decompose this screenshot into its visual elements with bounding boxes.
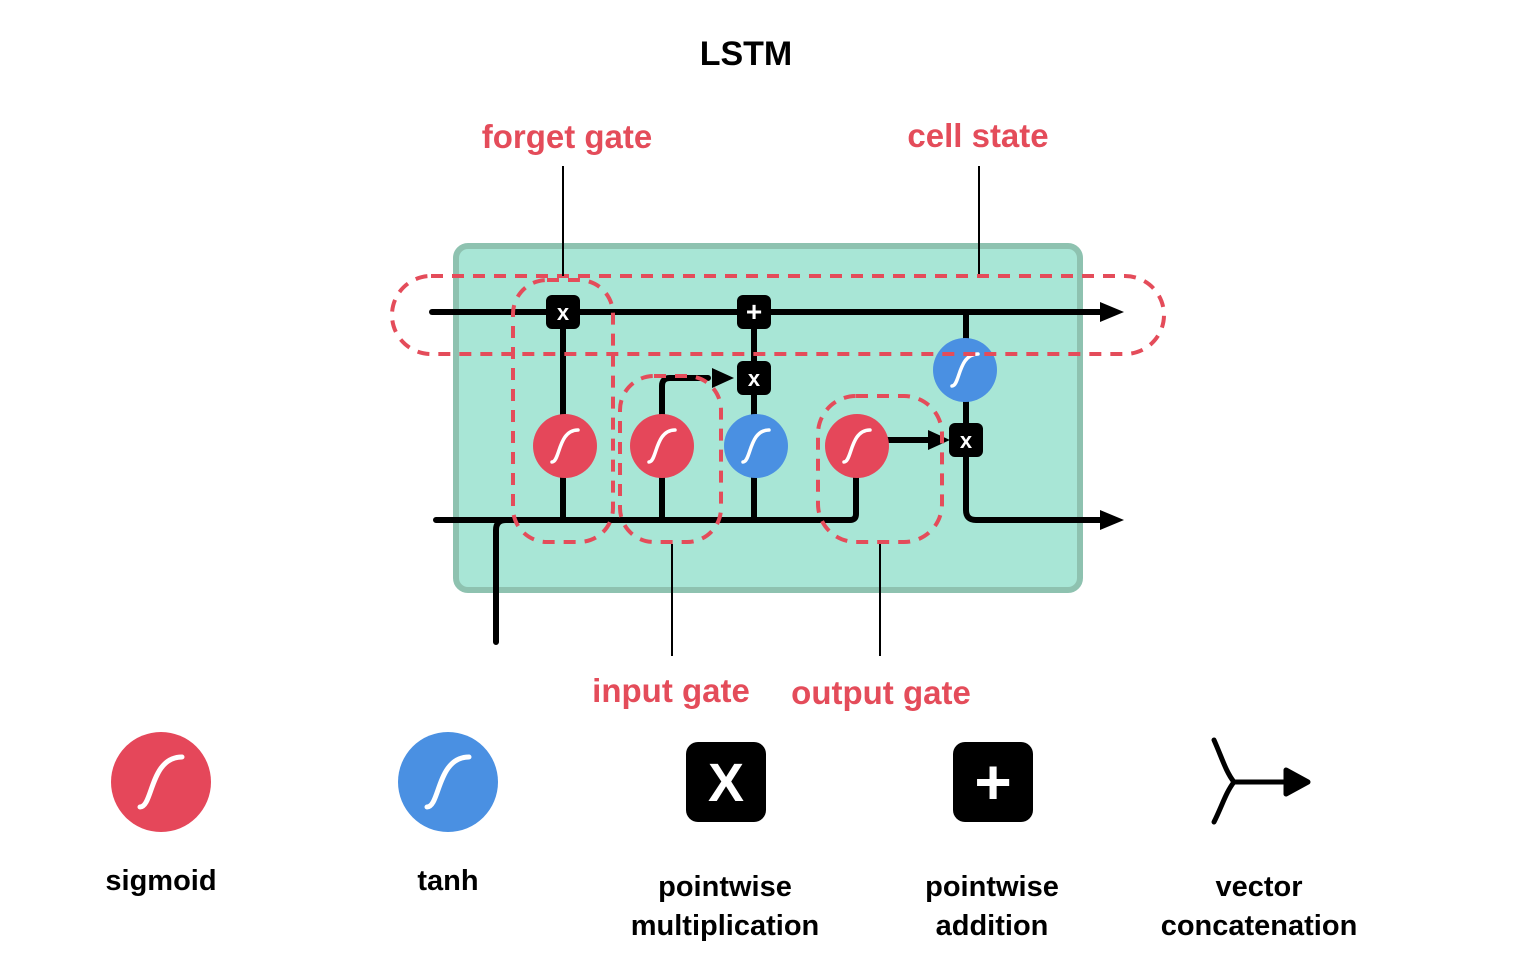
svg-text:X: X	[708, 753, 744, 813]
input-sigmoid-wire	[659, 375, 711, 523]
forget-sigmoid-icon	[533, 414, 597, 478]
legend-concatenation-label-1: vector	[1215, 871, 1302, 903]
svg-text:+: +	[746, 296, 762, 327]
cell-state-highlight	[390, 274, 1166, 356]
op-forget-multiply: x	[546, 295, 580, 329]
op-cell-add: +	[737, 295, 771, 329]
highlights	[390, 274, 1166, 544]
input-gate-label: input gate	[592, 672, 750, 709]
output-line	[963, 309, 1103, 523]
legend-add-label-1: pointwise	[925, 871, 1059, 903]
svg-text:x: x	[557, 300, 570, 325]
legend: sigmoid tanh X pointwise multiplication …	[105, 732, 1357, 942]
svg-text:x: x	[960, 428, 973, 453]
legend-add-icon: +	[953, 742, 1033, 822]
output-arrow	[1100, 510, 1124, 530]
legend-tanh-icon	[398, 732, 498, 832]
cell-state-arrow	[1100, 302, 1124, 322]
input-sigmoid-icon	[630, 414, 694, 478]
legend-tanh-label: tanh	[417, 865, 478, 897]
input-gate-arrow	[712, 368, 734, 388]
candidate-tanh-icon	[724, 414, 788, 478]
legend-sigmoid-icon	[111, 732, 211, 832]
forget-gate-highlight	[511, 278, 615, 544]
forget-gate-label: forget gate	[482, 118, 653, 155]
cell-tanh-icon	[933, 338, 997, 402]
svg-text:+: +	[974, 746, 1011, 818]
x-input-line	[493, 517, 509, 645]
output-gate-highlight	[816, 394, 944, 544]
legend-multiply-icon: X	[686, 742, 766, 822]
diagram-title: LSTM	[700, 35, 793, 73]
legend-sigmoid-label: sigmoid	[105, 865, 216, 897]
legend-multiply-label-1: pointwise	[658, 871, 792, 903]
input-gate-highlight	[618, 374, 723, 544]
output-sigmoid-icon	[825, 414, 889, 478]
legend-concatenation-icon	[1211, 737, 1311, 825]
legend-concatenation-label-2: concatenation	[1161, 910, 1358, 942]
legend-multiply-label-2: multiplication	[631, 910, 820, 942]
op-input-multiply: x	[737, 361, 771, 395]
legend-add-label-2: addition	[936, 910, 1049, 942]
op-output-multiply: x	[949, 423, 983, 457]
cell-state-label: cell state	[907, 117, 1048, 154]
hidden-input-line	[433, 467, 859, 523]
arrowheads	[712, 302, 1124, 530]
output-gate-label: output gate	[791, 674, 971, 711]
output-gate-arrow	[928, 430, 950, 450]
svg-text:x: x	[748, 366, 761, 391]
leader-lines	[562, 166, 980, 656]
